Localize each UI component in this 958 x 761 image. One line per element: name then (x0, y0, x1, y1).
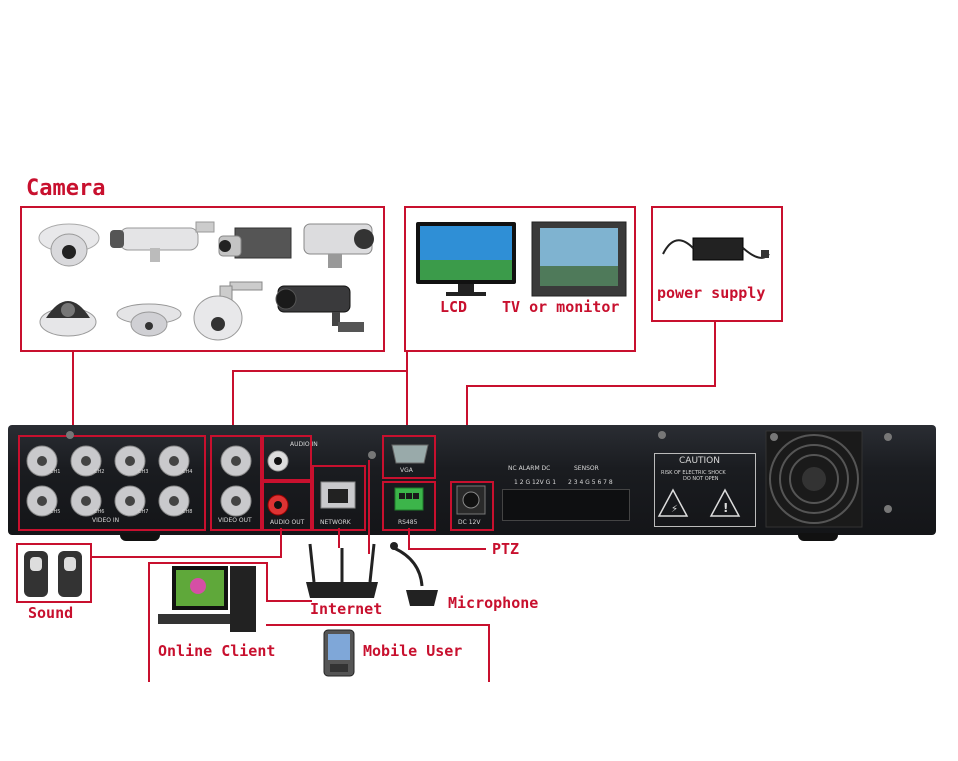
dc-jack-icon (456, 485, 486, 515)
channel-label: CH5 (50, 509, 61, 515)
sound-box (16, 543, 92, 603)
speakers-icon (24, 551, 82, 597)
mobile-top-line (266, 624, 490, 626)
tv-monitor-icon (531, 221, 627, 297)
panel-foot-right (798, 533, 838, 541)
caution-line2: DO NOT OPEN (683, 476, 719, 482)
tv-monitor-label: TV or monitor (502, 298, 620, 316)
dome-camera-icon (38, 223, 100, 267)
channel-label: CH8 (182, 509, 193, 515)
online-client-label: Online Client (158, 642, 276, 660)
power-supply-label: power supply (657, 284, 766, 302)
mini-dome-camera-icon (116, 303, 182, 337)
client-drop-line (266, 562, 268, 602)
bullet-camera-icon (110, 221, 215, 262)
rs485-label: RS485 (398, 519, 418, 526)
desktop-computer-icon (158, 566, 256, 632)
channel-label: CH6 (94, 509, 105, 515)
cooling-fan-icon (765, 430, 863, 528)
microphone-connector-line-v (368, 460, 370, 554)
lcd-monitor-icon (416, 222, 516, 296)
camera-group-box (20, 206, 385, 352)
audio-out-connector-line (280, 528, 282, 558)
vga-port-icon (391, 444, 429, 464)
ir-dome-camera-icon (39, 301, 97, 337)
channel-label: CH1 (50, 469, 61, 475)
mobile-right-line (488, 624, 490, 682)
client-top-line (148, 562, 266, 564)
sound-connector-line (90, 556, 282, 558)
client-left-line (148, 562, 150, 682)
audio-in-box (262, 435, 312, 481)
channel-label: CH4 (182, 469, 193, 475)
caution-title: CAUTION (679, 456, 720, 466)
vga-connector-line (406, 352, 408, 438)
ptz-connector-line (408, 548, 486, 550)
power-supply-box: power supply (651, 206, 783, 322)
rj45-port-icon (320, 481, 356, 509)
alarm-pins-label: 1 2 G 12V G 1 (514, 479, 557, 486)
housing-camera-icon (303, 223, 374, 268)
speed-dome-camera-icon (193, 281, 263, 341)
microphone-icon (390, 542, 438, 606)
power-connector-line-v (714, 322, 716, 386)
svg-text:!: ! (723, 501, 728, 515)
audio-out-box (262, 481, 312, 531)
camera-connector-line (72, 352, 74, 438)
channel-label: CH2 (94, 469, 105, 475)
sensor-pins-label: 2 3 4 G 5 6 7 8 (568, 479, 613, 486)
display-connector-line-h (232, 370, 408, 372)
dc12v-label: DC 12V (458, 519, 481, 526)
video-out-bnc-icon (220, 445, 252, 517)
dvr-back-panel: VIDEO IN VIDEO OUT AUDIO IN AUDIO OUT NE… (8, 425, 936, 535)
video-in-box (18, 435, 206, 531)
video-in-label: VIDEO IN (92, 517, 120, 524)
ir-bullet-camera-icon (275, 285, 364, 332)
client-to-router-line (266, 600, 312, 602)
video-out-connector-line (232, 370, 234, 438)
network-connector-line (338, 528, 340, 548)
rca-jacks-icon (267, 450, 289, 516)
audio-in-label: AUDIO IN (290, 441, 318, 448)
ptz-label: PTZ (492, 540, 520, 558)
panel-foot-left (120, 533, 160, 541)
terminal-block (502, 489, 630, 521)
internet-label: Internet (310, 600, 383, 618)
box-camera-icon (218, 227, 292, 259)
sensor-label: SENSOR (574, 465, 599, 472)
network-label: NETWORK (320, 519, 351, 526)
dc12v-box (450, 481, 494, 531)
vga-box (382, 435, 436, 479)
mobile-user-label: Mobile User (363, 642, 463, 660)
power-connector-line-h (466, 385, 716, 387)
router-icon (306, 543, 378, 598)
panel-screws-icon (66, 431, 892, 513)
vga-label: VGA (400, 467, 413, 474)
power-adapter-icon (662, 237, 770, 261)
rs485-terminal-icon (394, 487, 424, 511)
caution-sticker: CAUTION RISK OF ELECTRIC SHOCK DO NOT OP… (654, 453, 756, 527)
channel-label: CH7 (138, 509, 149, 515)
lcd-label: LCD (440, 298, 468, 316)
rs485-connector-line (408, 528, 410, 548)
alarm-label: NC ALARM DC (508, 465, 551, 472)
video-out-box (210, 435, 262, 531)
channel-label: CH3 (138, 469, 149, 475)
caution-line1: RISK OF ELECTRIC SHOCK (661, 470, 726, 476)
warning-triangles-icon: ⚡ ! (657, 488, 741, 517)
audio-out-label: AUDIO OUT (270, 519, 305, 526)
svg-text:⚡: ⚡ (671, 504, 678, 515)
display-group-box: LCD TV or monitor (404, 206, 636, 352)
mobile-phone-icon (323, 629, 355, 677)
sound-label: Sound (28, 604, 74, 622)
microphone-label: Microphone (448, 594, 539, 612)
video-out-label: VIDEO OUT (218, 517, 252, 524)
bnc-connectors-icon (26, 445, 190, 517)
camera-label: Camera (26, 176, 106, 201)
